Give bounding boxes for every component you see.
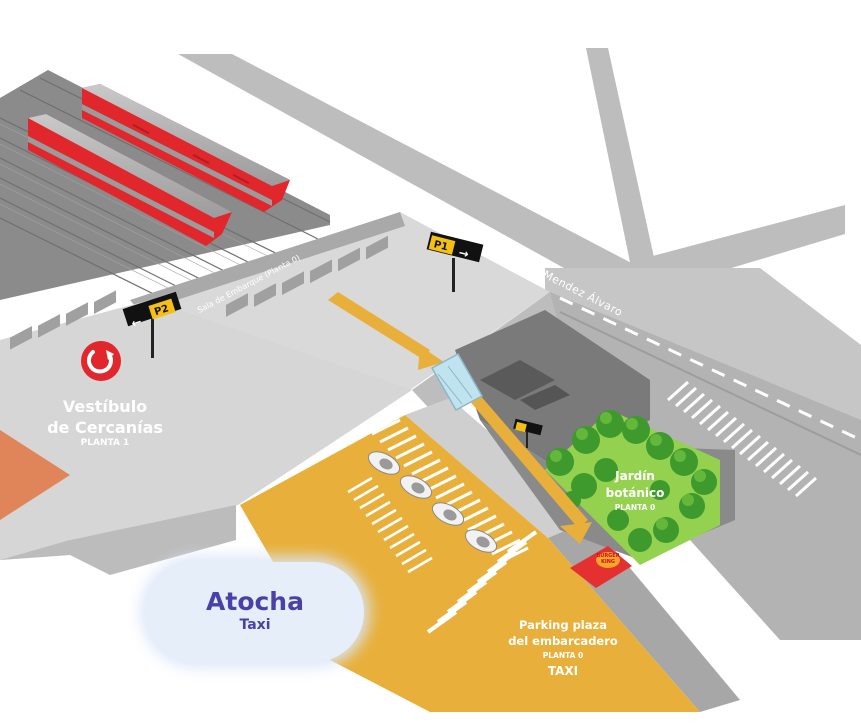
street-calle-mendez-alvaro	[178, 54, 641, 288]
vestibulo-floor: PLANTA 1	[80, 438, 130, 448]
sign-p1-label: P1	[433, 239, 450, 253]
parking-line1: Parking plaza	[519, 618, 607, 632]
brand-name: Atocha	[206, 587, 304, 616]
parking-line2: del embarcadero	[508, 634, 618, 648]
sign-p2-label: P2	[153, 303, 170, 318]
sign-p1: P1 →	[426, 231, 484, 292]
road-divider	[559, 296, 861, 442]
burger-king-line1: BURGER	[596, 553, 620, 559]
vestibulo-line1: Vestíbulo	[62, 397, 148, 416]
parking-title: Parking plaza del embarcadero	[478, 617, 648, 649]
atocha-taxi-badge	[146, 562, 364, 662]
street-vertical	[586, 48, 655, 272]
parking-floor: PLANTA 0	[542, 651, 584, 660]
escalator	[430, 352, 484, 412]
platform-barriers	[10, 235, 388, 350]
crosswalk-parking	[426, 530, 538, 634]
route-arrow	[328, 292, 592, 544]
train-1	[82, 84, 290, 212]
sign-lot	[513, 418, 543, 448]
platform-west-edge	[0, 430, 70, 520]
taxi-cars	[367, 451, 498, 553]
jardin-botanico-area	[545, 410, 720, 565]
arrow-right-icon: →	[457, 245, 470, 261]
jardin-line1: Jardín	[615, 469, 655, 483]
burger-king-line2: KING	[600, 559, 616, 565]
vestibulo-line2: de Cercanías	[47, 418, 163, 437]
taxi-car	[431, 502, 465, 526]
jardin-line2: botánico	[605, 486, 665, 500]
platform-shadow	[130, 212, 405, 312]
crosswalk-street	[666, 380, 818, 498]
taxi-car	[399, 475, 433, 499]
parking-taxi: TAXI	[547, 664, 579, 678]
jardin-title: Jardín botánico	[570, 468, 700, 502]
vestibulo-front	[0, 505, 236, 575]
burger-king-tile	[570, 546, 632, 588]
tree-highlights	[550, 412, 706, 530]
arrow-left-icon: ←	[129, 314, 143, 330]
cercanias-logo-icon	[81, 341, 121, 381]
taxi-car	[464, 529, 498, 553]
vestibulo-title: Vestíbulo de Cercanías	[10, 396, 200, 438]
jardin-floor: PLANTA 0	[614, 503, 656, 512]
sign-p2: P2 ←	[122, 291, 182, 358]
brand-sub: Taxi	[239, 617, 271, 633]
taxi-car	[367, 451, 401, 475]
train-2	[28, 114, 232, 246]
burger-king-logo: BURGER KING	[596, 553, 620, 565]
road-divider-edge	[559, 311, 861, 456]
parking-lines-left	[347, 476, 433, 574]
